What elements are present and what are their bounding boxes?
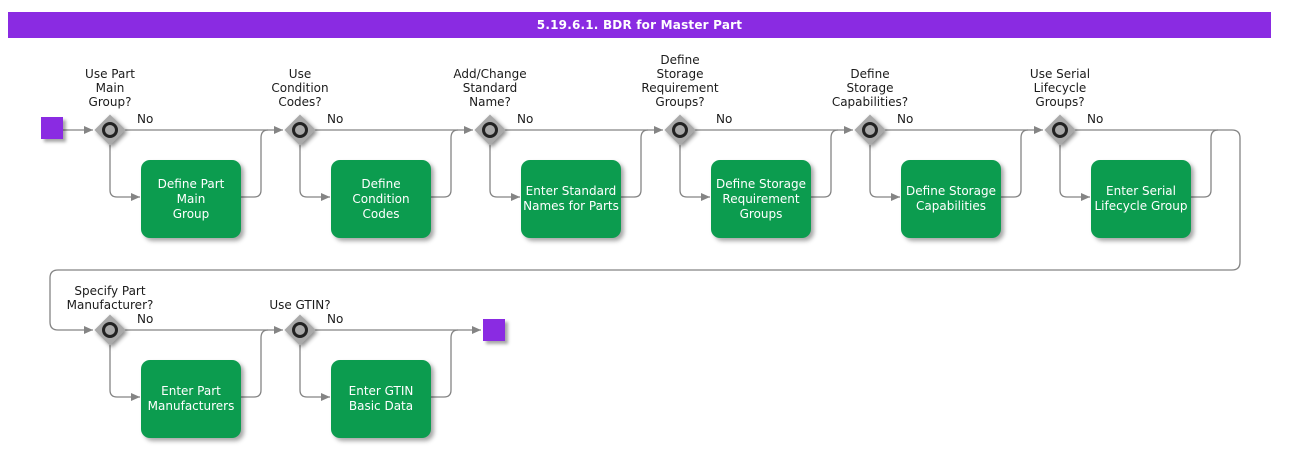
decision-circle-icon (288, 118, 312, 142)
decision-label-add-change-standard-name: Add/Change Standard Name? (453, 67, 527, 109)
decision-specify-part-manufacturer (94, 314, 126, 346)
decision-circle-icon (858, 118, 882, 142)
decision-circle-icon (478, 118, 502, 142)
edge-label-no: No (327, 112, 344, 126)
diagram-title: 5.19.6.1. BDR for Master Part (536, 18, 743, 32)
edge-label-no: No (327, 312, 344, 326)
decision-label-define-storage-requirement-groups: Define Storage Requirement Groups? (641, 53, 719, 109)
decision-define-storage-capabilities (854, 114, 886, 146)
decision-add-change-standard-name (474, 114, 506, 146)
decision-label-use-gtin: Use GTIN? (269, 298, 331, 312)
activity-define-part-main-group: Define Part Main Group (141, 160, 241, 238)
decision-circle-icon (288, 318, 312, 342)
decision-label-use-part-main-group: Use Part Main Group? (85, 67, 135, 109)
edge-label-no: No (137, 312, 154, 326)
decision-circle-icon (1048, 118, 1072, 142)
decision-label-define-storage-capabilities: Define Storage Capabilities? (831, 67, 909, 109)
edge-label-no: No (137, 112, 154, 126)
decision-use-part-main-group (94, 114, 126, 146)
decision-label-use-condition-codes: Use Condition Codes? (271, 67, 329, 109)
edge-label-no: No (1087, 112, 1104, 126)
diagram-title-bar: 5.19.6.1. BDR for Master Part (8, 12, 1271, 38)
end-node (483, 319, 505, 341)
edge-label-no: No (897, 112, 914, 126)
decision-label-use-serial-lifecycle-groups: Use Serial Lifecycle Groups? (1029, 67, 1091, 109)
decision-use-serial-lifecycle-groups (1044, 114, 1076, 146)
activity-enter-standard-names-for-parts: Enter Standard Names for Parts (521, 160, 621, 238)
edge-label-no: No (517, 112, 534, 126)
activity-enter-part-manufacturers: Enter Part Manufacturers (141, 360, 241, 438)
decision-circle-icon (98, 118, 122, 142)
activity-enter-gtin-basic-data: Enter GTIN Basic Data (331, 360, 431, 438)
activity-define-storage-requirement-groups: Define Storage Requirement Groups (711, 160, 811, 238)
start-node (41, 117, 63, 139)
edge-label-no: No (716, 112, 733, 126)
decision-circle-icon (98, 318, 122, 342)
activity-define-storage-capabilities: Define Storage Capabilities (901, 160, 1001, 238)
decision-define-storage-requirement-groups (664, 114, 696, 146)
decision-label-specify-part-manufacturer: Specify Part Manufacturer? (66, 284, 154, 312)
activity-enter-serial-lifecycle-group: Enter Serial Lifecycle Group (1091, 160, 1191, 238)
activity-define-condition-codes: Define Condition Codes (331, 160, 431, 238)
decision-use-condition-codes (284, 114, 316, 146)
decision-use-gtin (284, 314, 316, 346)
decision-circle-icon (668, 118, 692, 142)
